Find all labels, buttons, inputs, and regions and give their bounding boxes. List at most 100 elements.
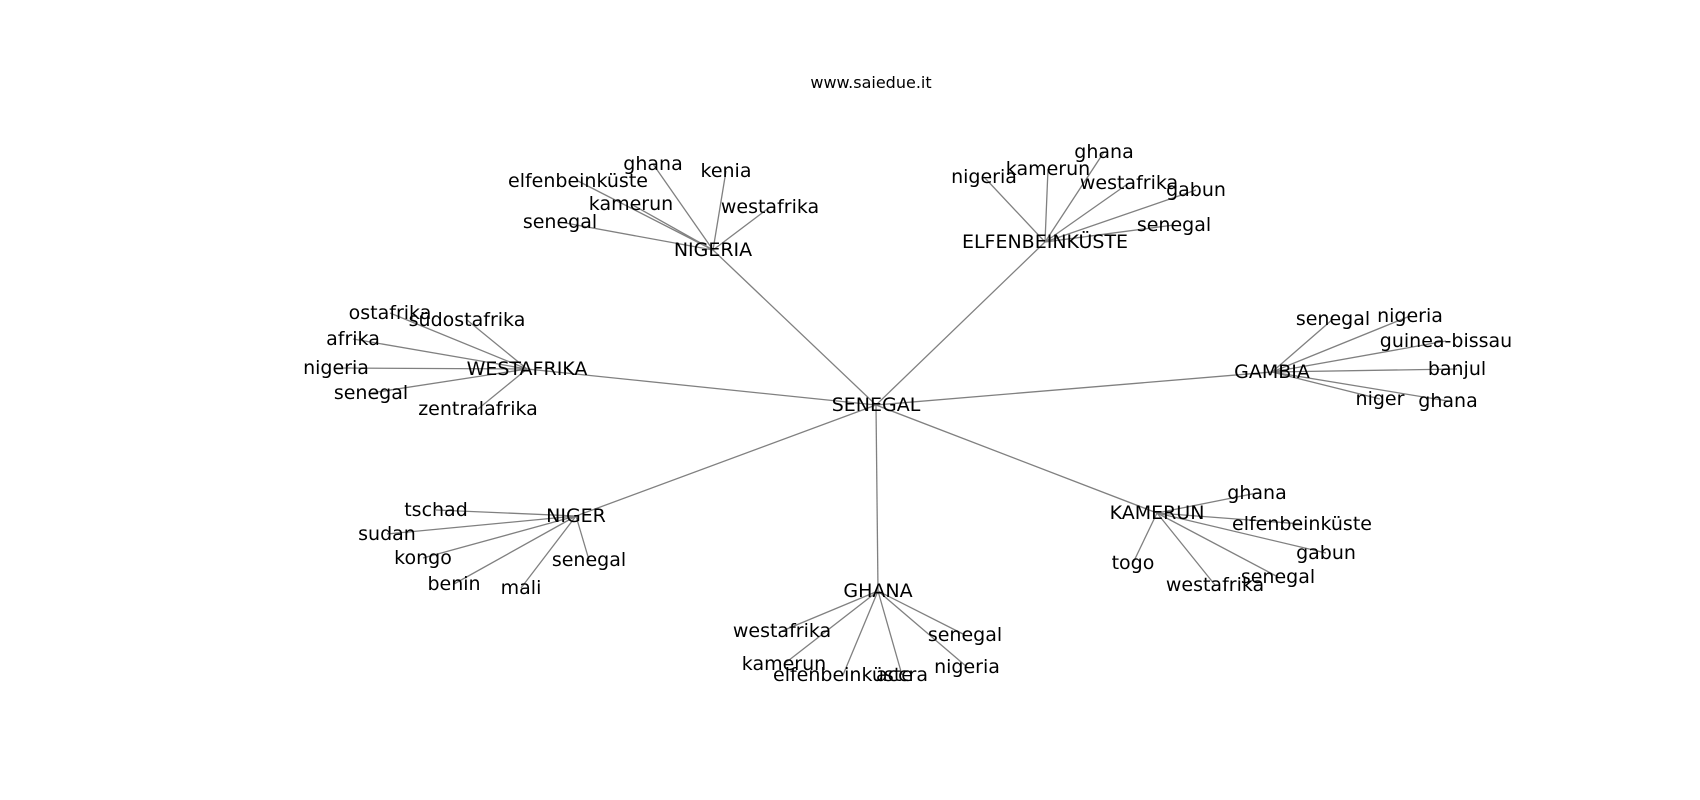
node-leaf-elfenbeinkueste-westafrika: westafrika (1080, 172, 1178, 194)
edge-nigeria-ghana (652, 163, 714, 251)
node-leaf-nigeria-ghana: ghana (623, 153, 682, 175)
edge-ghana-senegal (877, 590, 966, 636)
node-leaf-westafrika-nigeria: nigeria (303, 357, 369, 379)
edge-elfenbeinkueste-senegal (1044, 224, 1175, 243)
node-leaf-elfenbeinkueste-gabun: gabun (1166, 179, 1226, 201)
edge-ghana-kamerun (783, 590, 879, 665)
edge-westafrika-zentralafrika (477, 368, 528, 410)
edge-kamerun-senegal (1156, 512, 1279, 578)
edge-niger-senegal (575, 515, 590, 561)
edge-ghana-accra (877, 590, 903, 676)
edge-westafrika-senegal (370, 368, 528, 394)
node-leaf-kamerun-gabun: gabun (1296, 542, 1356, 564)
node-leaf-nigeria-elfenbeinkueste: elfenbeinküste (508, 170, 648, 192)
node-leaf-niger-mali: mali (501, 577, 542, 599)
edge-westafrika-afrika (352, 338, 528, 370)
node-leaf-westafrika-suedostafrika: südostafrika (409, 309, 526, 331)
edge-ghana-elfenbeinkueste (842, 590, 879, 676)
edge-gambia-nigeria (1271, 315, 1411, 373)
graph-title: www.saiedue.it (810, 73, 931, 92)
edge-senegal-nigeria (712, 249, 877, 406)
node-leaf-kamerun-elfenbeinkueste: elfenbeinküste (1232, 513, 1372, 535)
edge-senegal-elfenbeinkueste (875, 241, 1046, 406)
edge-elfenbeinkueste-gabun (1044, 189, 1197, 243)
node-leaf-elfenbeinkueste-ghana: ghana (1074, 141, 1133, 163)
edge-senegal-westafrika (526, 368, 877, 406)
node-leaf-niger-senegal: senegal (552, 549, 626, 571)
node-leaf-elfenbeinkueste-nigeria: nigeria (951, 166, 1017, 188)
node-center-senegal: SENEGAL (832, 394, 921, 416)
edge-westafrika-ostafrika (389, 312, 528, 370)
edge-gambia-senegal (1271, 318, 1334, 373)
edge-gambia-ghana (1271, 371, 1449, 402)
edge-kamerun-ghana (1156, 492, 1258, 514)
node-leaf-gambia-niger: niger (1356, 388, 1405, 410)
node-leaf-nigeria-kenia: kenia (701, 160, 752, 182)
edge-gambia-niger (1271, 371, 1381, 400)
edge-kamerun-gabun (1156, 512, 1327, 554)
node-leaf-ghana-accra: accra (876, 664, 928, 686)
edge-gambia-guinea-bissau (1271, 340, 1447, 373)
node-hub-gambia: GAMBIA (1234, 361, 1310, 383)
edge-elfenbeinkueste-nigeria (983, 176, 1046, 243)
node-leaf-elfenbeinkueste-senegal: senegal (1137, 214, 1211, 236)
node-leaf-nigeria-senegal: senegal (523, 211, 597, 233)
edge-senegal-ghana (875, 404, 879, 592)
node-leaf-ghana-nigeria: nigeria (934, 656, 1000, 678)
edge-nigeria-elfenbeinkueste (577, 180, 714, 251)
edge-westafrika-suedostafrika (466, 319, 528, 370)
edge-senegal-niger (575, 404, 877, 517)
node-leaf-kamerun-senegal: senegal (1241, 566, 1315, 588)
edge-niger-benin (453, 515, 577, 585)
node-leaf-kamerun-togo: togo (1112, 552, 1155, 574)
edge-gambia-banjul (1271, 368, 1458, 373)
node-leaf-ghana-elfenbeinkueste: elfenbeinküste (773, 664, 913, 686)
edge-senegal-gambia (875, 371, 1273, 406)
node-leaf-westafrika-ostafrika: ostafrika (349, 302, 432, 324)
node-leaf-nigeria-westafrika: westafrika (721, 196, 819, 218)
node-leaf-kamerun-westafrika: westafrika (1166, 574, 1264, 596)
node-leaf-ghana-kamerun: kamerun (742, 653, 826, 675)
node-leaf-ghana-senegal: senegal (928, 624, 1002, 646)
node-leaf-niger-tschad: tschad (404, 499, 468, 521)
node-hub-westafrika: WESTAFRIKA (467, 358, 588, 380)
node-hub-niger: NIGER (546, 505, 606, 527)
node-hub-elfenbeinkueste: ELFENBEINKÜSTE (962, 230, 1128, 253)
node-leaf-gambia-guinea-bissau: guinea-bissau (1380, 330, 1512, 352)
node-leaf-gambia-ghana: ghana (1418, 390, 1477, 412)
edge-kamerun-elfenbeinkueste (1156, 512, 1303, 525)
node-leaf-westafrika-zentralafrika: zentralafrika (418, 398, 538, 420)
edge-ghana-nigeria (877, 590, 968, 668)
edge-niger-sudan (386, 515, 577, 535)
node-hub-nigeria: NIGERIA (674, 239, 752, 261)
edge-westafrika-nigeria (335, 367, 528, 370)
node-leaf-westafrika-senegal: senegal (334, 382, 408, 404)
edge-ghana-westafrika (781, 590, 879, 632)
node-leaf-gambia-senegal: senegal (1296, 308, 1370, 330)
edge-niger-mali (520, 515, 577, 589)
edge-nigeria-senegal (559, 221, 714, 251)
edge-layer (335, 151, 1458, 676)
node-leaf-ghana-westafrika: westafrika (733, 620, 831, 642)
node-hub-kamerun: KAMERUN (1110, 502, 1205, 524)
edge-niger-tschad (435, 509, 577, 517)
edge-nigeria-westafrika (712, 206, 771, 251)
node-hub-ghana: GHANA (843, 580, 912, 602)
node-leaf-gambia-nigeria: nigeria (1377, 305, 1443, 327)
edge-elfenbeinkueste-kamerun (1044, 168, 1049, 243)
node-leaf-westafrika-afrika: afrika (326, 328, 380, 350)
node-leaf-elfenbeinkueste-kamerun: kamerun (1006, 158, 1090, 180)
node-leaf-nigeria-kamerun: kamerun (589, 193, 673, 215)
edge-kamerun-westafrika (1156, 512, 1216, 586)
edge-nigeria-kenia (712, 170, 727, 251)
node-leaf-kamerun-ghana: ghana (1227, 482, 1286, 504)
edge-elfenbeinkueste-ghana (1044, 151, 1105, 243)
node-leaf-niger-benin: benin (427, 573, 480, 595)
node-leaf-gambia-banjul: banjul (1428, 358, 1486, 380)
node-leaf-niger-kongo: kongo (394, 547, 452, 569)
edge-senegal-kamerun (875, 404, 1158, 514)
edge-kamerun-togo (1132, 512, 1158, 564)
edge-niger-kongo (422, 515, 577, 559)
